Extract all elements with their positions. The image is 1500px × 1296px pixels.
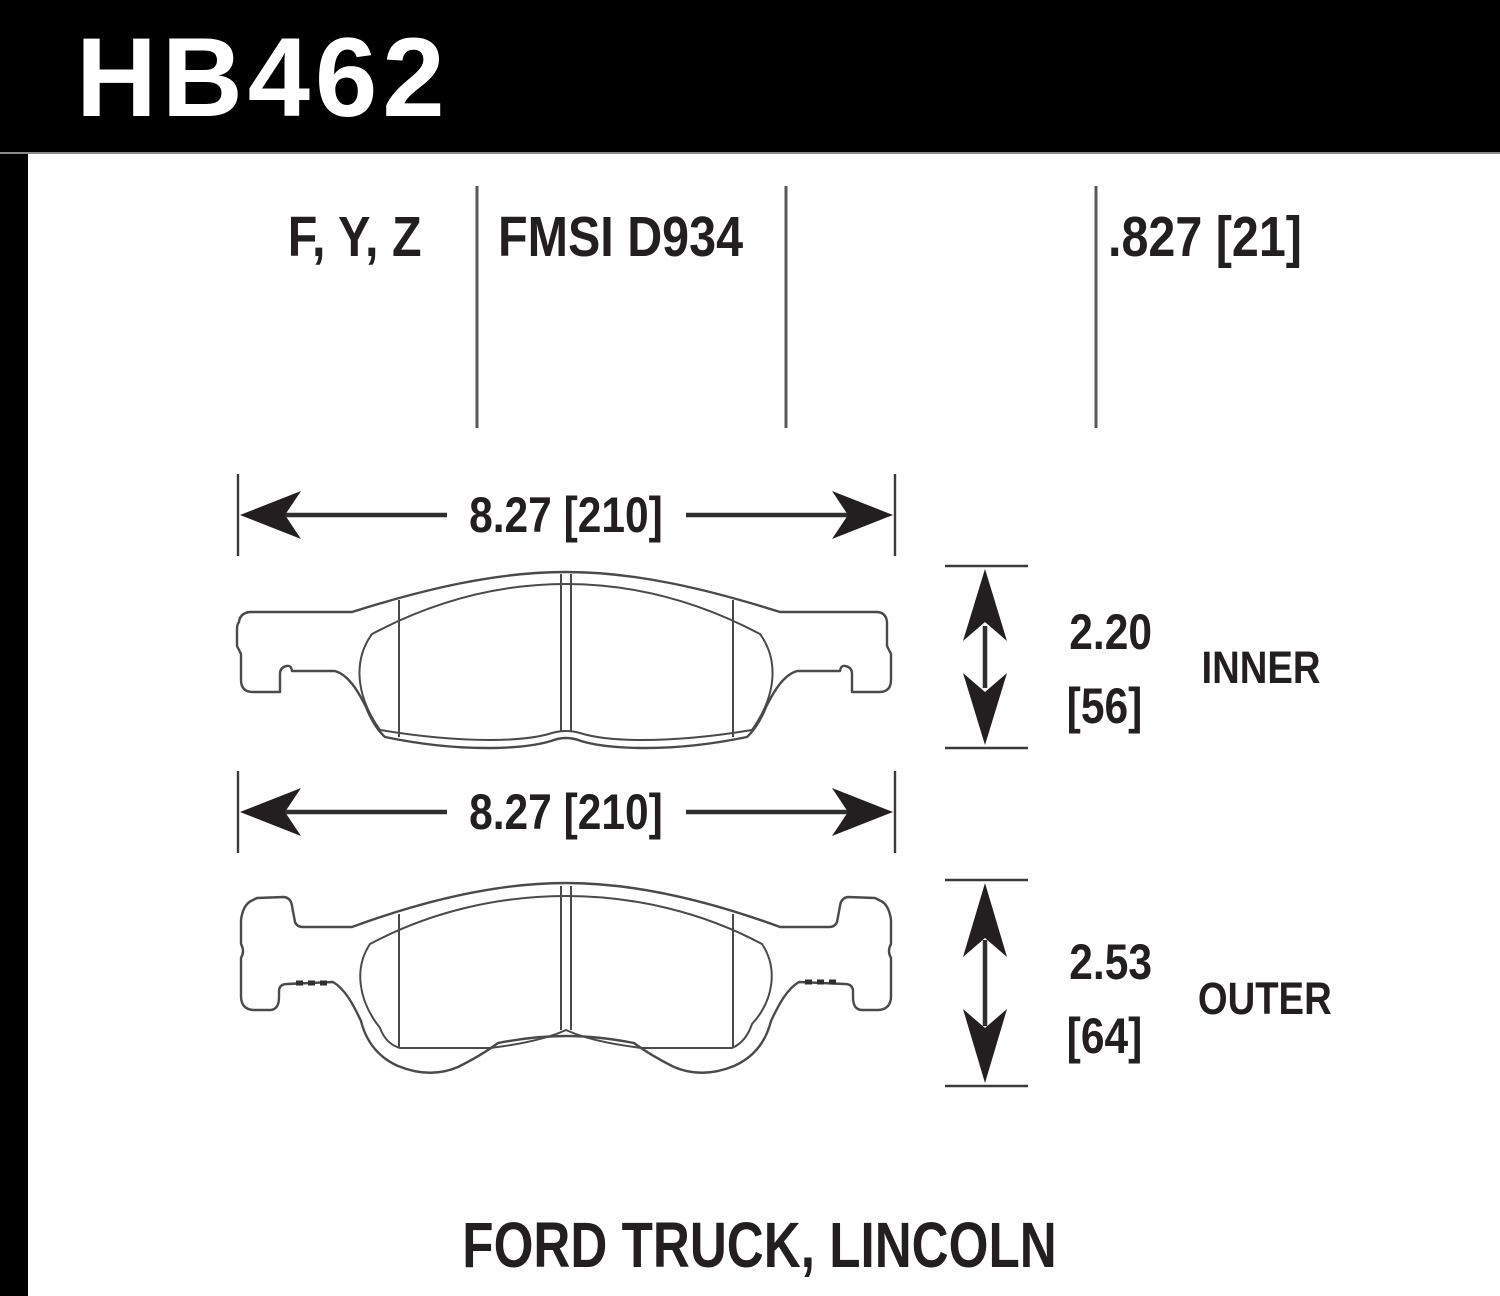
up-arrowhead [963, 883, 1007, 957]
right-arrowhead [832, 491, 893, 539]
left-arrowhead [240, 491, 301, 539]
outer-height-mm: [64] [1042, 1007, 1167, 1065]
outer-label-text: OUTER [1197, 973, 1332, 1024]
spec-thickness: .827 [21] [1108, 206, 1336, 268]
inner-pad-drawing [235, 570, 893, 750]
inner-pad-backing-outline [235, 570, 893, 750]
inner-width-dimension [236, 474, 897, 556]
right-arrowhead [832, 788, 893, 836]
vehicle-application: FORD TRUCK, LINCOLN [360, 1212, 1160, 1278]
inner-pad-label: INNER [1186, 640, 1336, 696]
inner-height-mm-text: [56] [1066, 678, 1143, 734]
spec-fmsi: FMSI D934 [498, 206, 786, 268]
inner-height-mm: [56] [1042, 677, 1167, 735]
inner-width-value: 8.27 [210] [440, 486, 692, 544]
outer-width-value: 8.27 [210] [440, 783, 692, 841]
outer-pad-serrations [296, 979, 836, 986]
spec-fmsi-text: FMSI D934 [498, 205, 744, 269]
spec-thickness-text: .827 [21] [1108, 205, 1302, 269]
outer-width-dimension [236, 771, 897, 853]
outer-pad-label: OUTER [1186, 971, 1341, 1027]
header-banner: HB462 [0, 0, 1500, 154]
spec-compounds-text: F, Y, Z [287, 205, 422, 269]
outer-pad-backing-outline [239, 881, 893, 1074]
outer-pad-drawing [239, 881, 893, 1074]
inner-pad-friction-outline [358, 583, 774, 741]
down-arrowhead [963, 673, 1007, 745]
inner-width-text: 8.27 [210] [469, 487, 663, 543]
outer-width-text: 8.27 [210] [469, 784, 663, 840]
inner-height-in-text: 2.20 [1069, 604, 1152, 660]
outer-height-mm-text: [64] [1066, 1008, 1143, 1064]
outer-height-in-text: 2.53 [1069, 934, 1152, 990]
inner-height-dimension [945, 564, 1028, 750]
inner-height-inches: 2.20 [1048, 603, 1173, 661]
up-arrowhead [963, 569, 1007, 641]
down-arrowhead [963, 1009, 1007, 1083]
left-border-strip [0, 0, 28, 1296]
outer-height-inches: 2.53 [1048, 933, 1173, 991]
outer-pad-friction-outline [359, 895, 773, 1049]
outer-height-dimension [945, 878, 1028, 1088]
part-number: HB462 [76, 15, 450, 140]
left-arrowhead [240, 788, 301, 836]
vehicle-application-text: FORD TRUCK, LINCOLN [462, 1209, 1058, 1281]
spec-dividers [475, 186, 1098, 428]
inner-label-text: INNER [1201, 642, 1321, 693]
spec-compounds: F, Y, Z [232, 206, 477, 268]
